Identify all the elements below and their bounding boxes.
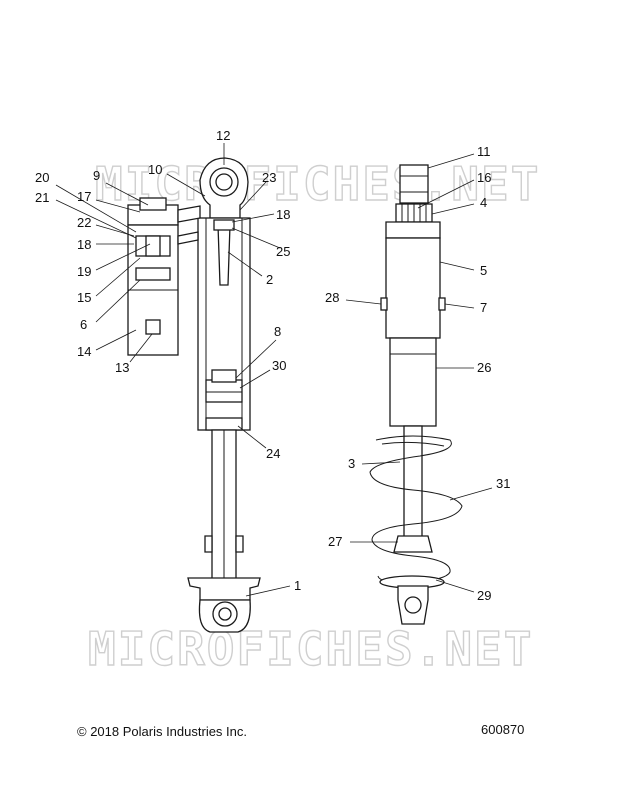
callout-28: 28 — [325, 290, 339, 305]
figure-number: 600870 — [481, 722, 525, 737]
callout-6: 6 — [80, 317, 87, 332]
callout-27: 27 — [328, 534, 342, 549]
callout-8: 8 — [274, 324, 281, 339]
left-shock-assembly — [127, 157, 261, 633]
callout-7: 7 — [480, 300, 487, 315]
watermark-bottom: MICROFICHES.NET — [88, 622, 533, 676]
callout-3: 3 — [348, 456, 355, 471]
right-shock-assembly — [369, 164, 463, 625]
callout-25: 25 — [276, 244, 290, 259]
callout-23: 23 — [262, 170, 276, 185]
callout-9: 9 — [93, 168, 100, 183]
callout-4: 4 — [480, 195, 487, 210]
watermark-top: MICROFICHES.NET — [95, 157, 540, 211]
leader-lines — [55, 143, 493, 597]
callout-24: 24 — [266, 446, 280, 461]
callout-15: 15 — [77, 290, 91, 305]
callout-12: 12 — [216, 128, 230, 143]
callout-31: 31 — [496, 476, 510, 491]
callout-17: 17 — [77, 189, 91, 204]
callout-22: 22 — [77, 215, 91, 230]
callout-18-left: 18 — [77, 237, 91, 252]
callout-21: 21 — [35, 190, 49, 205]
callout-18-right: 18 — [276, 207, 290, 222]
callout-5: 5 — [480, 263, 487, 278]
callout-labels: 12 10 23 20 21 9 17 22 18 18 19 15 6 14 … — [35, 128, 510, 603]
callout-1: 1 — [294, 578, 301, 593]
callout-30: 30 — [272, 358, 286, 373]
callout-26: 26 — [477, 360, 491, 375]
callout-29: 29 — [477, 588, 491, 603]
callout-13: 13 — [115, 360, 129, 375]
callout-16: 16 — [477, 170, 491, 185]
callout-20: 20 — [35, 170, 49, 185]
callout-10: 10 — [148, 162, 162, 177]
callout-14: 14 — [77, 344, 91, 359]
callout-2: 2 — [266, 272, 273, 287]
copyright-text: © 2018 Polaris Industries Inc. — [77, 724, 247, 739]
callout-19: 19 — [77, 264, 91, 279]
callout-11: 11 — [477, 144, 491, 159]
